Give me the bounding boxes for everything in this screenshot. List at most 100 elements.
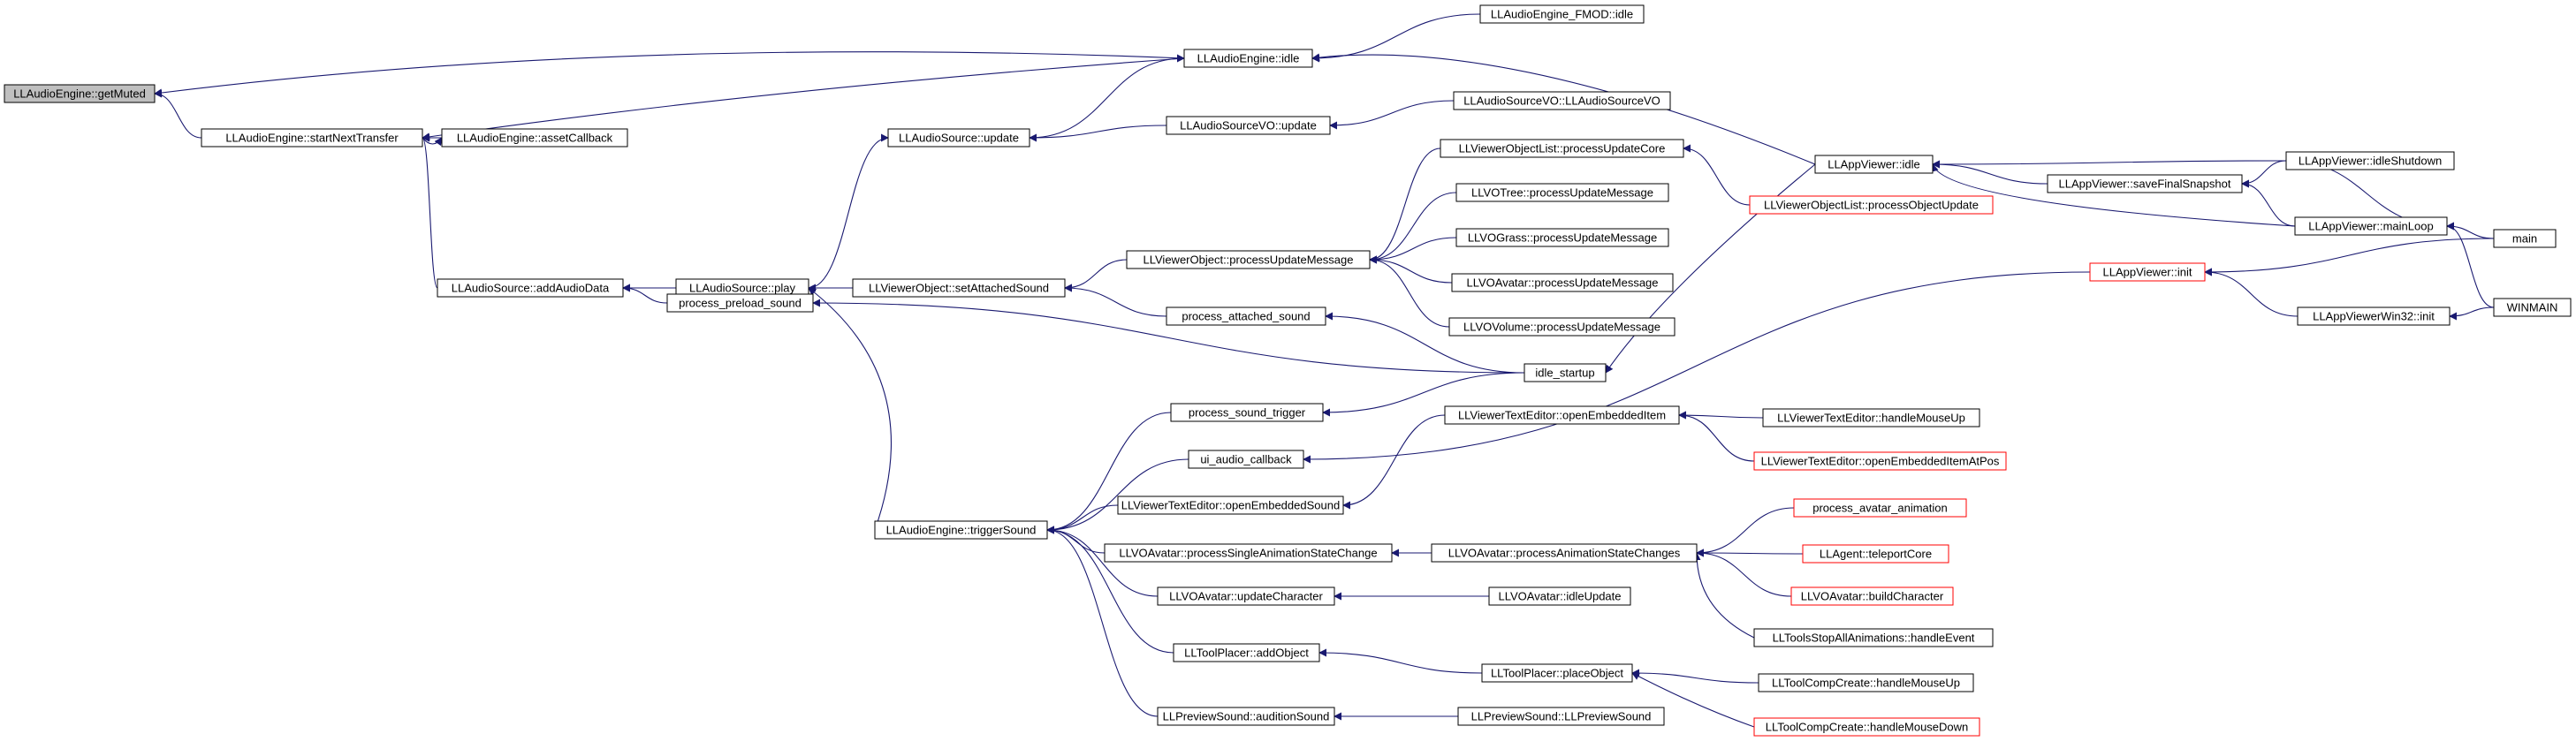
- edge-start-next-transfer-to-get-muted: [154, 89, 202, 139]
- node-winmain[interactable]: WINMAIN: [2493, 298, 2572, 317]
- node-box: [2285, 151, 2455, 170]
- node-process-preload-sound[interactable]: process_preload_sound: [666, 293, 814, 313]
- node-box: [1457, 707, 1665, 726]
- node-label: LLPreviewSound::auditionSound: [1163, 710, 1330, 723]
- node-avatar-idle-update[interactable]: LLVOAvatar::idleUpdate: [1488, 586, 1631, 606]
- node-text-editor-open-embedded-item[interactable]: LLViewerTextEditor::openEmbeddedItem: [1444, 405, 1680, 425]
- edge-engine-idle-to-start-next-transfer: [422, 57, 1185, 141]
- edge-text-editor-open-embedded-sound-to-trigger-sound: [1046, 504, 1119, 534]
- node-label: LLAppViewer::idleShutdown: [2299, 155, 2442, 168]
- node-asset-callback[interactable]: LLAudioEngine::assetCallback: [441, 128, 628, 148]
- node-label: LLVOTree::processUpdateMessage: [1471, 186, 1653, 200]
- node-source-voctor[interactable]: LLAudioSourceVO::LLAudioSourceVO: [1453, 91, 1671, 110]
- node-set-attached-sound[interactable]: LLViewerObject::setAttachedSound: [852, 278, 1066, 298]
- node-fmod-idle[interactable]: LLAudioEngine_FMOD::idle: [1479, 4, 1645, 24]
- node-main[interactable]: main: [2493, 229, 2557, 248]
- node-source-voupdate[interactable]: LLAudioSourceVO::update: [1166, 116, 1331, 135]
- node-box: [1488, 586, 1631, 606]
- node-text-editor-open-embedded-sound[interactable]: LLViewerTextEditor::openEmbeddedSound: [1117, 496, 1344, 515]
- node-label: LLAudioSourceVO::LLAudioSourceVO: [1463, 95, 1660, 108]
- edge-app-viewer-idle-to-engine-idle: [1311, 53, 1816, 165]
- edge-add-audio-data-to-start-next-transfer: [422, 133, 438, 289]
- node-label: process_preload_sound: [679, 297, 802, 310]
- node-box: [1758, 673, 1974, 692]
- node-vo-avatar-pum[interactable]: LLVOAvatar::processUpdateMessage: [1451, 273, 1674, 292]
- node-preview-sound-audition[interactable]: LLPreviewSound::auditionSound: [1157, 707, 1335, 726]
- node-box: [201, 128, 423, 148]
- node-label: LLAudioSource::play: [689, 282, 795, 295]
- node-app-viewer-init[interactable]: LLAppViewer::init: [2089, 262, 2206, 282]
- node-tool-comp-create-mouse-up[interactable]: LLToolCompCreate::handleMouseUp: [1758, 673, 1974, 692]
- node-box: [1444, 405, 1680, 425]
- node-win32-init[interactable]: LLAppViewerWin32::init: [2297, 306, 2451, 326]
- node-text-editor-open-embedded-item-at-pos[interactable]: LLViewerTextEditor::openEmbeddedItemAtPo…: [1753, 451, 2007, 471]
- node-process-avatar-animation[interactable]: process_avatar_animation: [1793, 498, 1967, 518]
- node-tools-stop-all-animations[interactable]: LLToolsStopAllAnimations::handleEvent: [1753, 628, 1994, 647]
- node-box: [1157, 707, 1335, 726]
- node-process-anim-state-changes[interactable]: LLVOAvatar::processAnimationStateChanges: [1431, 543, 1698, 563]
- node-tool-comp-create-mouse-down[interactable]: LLToolCompCreate::handleMouseDown: [1753, 717, 1980, 737]
- edge-agent-teleport-core-to-process-anim-state-changes: [1696, 549, 1804, 557]
- node-idle-shutdown[interactable]: LLAppViewer::idleShutdown: [2285, 151, 2455, 170]
- node-ui-audio-callback[interactable]: ui_audio_callback: [1188, 450, 1304, 469]
- edge-tool-comp-create-mouse-down-to-tool-placer-place-object: [1631, 672, 1755, 728]
- node-label: LLAudioEngine::assetCallback: [457, 132, 613, 145]
- node-app-viewer-idle[interactable]: LLAppViewer::idle: [1814, 155, 1934, 174]
- node-main-loop[interactable]: LLAppViewer::mainLoop: [2294, 216, 2448, 236]
- node-source-update[interactable]: LLAudioSource::update: [887, 128, 1030, 148]
- node-obj-list-process-update-core[interactable]: LLViewerObjectList::processUpdateCore: [1440, 139, 1684, 158]
- node-preview-sound-ctor[interactable]: LLPreviewSound::LLPreviewSound: [1457, 707, 1665, 726]
- node-avatar-build-character[interactable]: LLVOAvatar::buildCharacter: [1790, 586, 1954, 606]
- node-idle-startup[interactable]: idle_startup: [1524, 363, 1607, 382]
- node-box: [1802, 544, 1949, 564]
- node-box: [1455, 183, 1669, 202]
- edge-main-to-app-viewer-init: [2204, 238, 2495, 276]
- node-obj-list-process-object-update[interactable]: LLViewerObjectList::processObjectUpdate: [1749, 195, 1994, 215]
- node-label: LLAudioEngine_FMOD::idle: [1491, 8, 1633, 21]
- edge-main-to-main-loop: [2446, 222, 2495, 239]
- node-vo-tree[interactable]: LLVOTree::processUpdateMessage: [1455, 183, 1669, 202]
- edge-process-single-anim-state-to-trigger-sound: [1046, 526, 1106, 554]
- edge-trigger-sound-to-source-play: [808, 287, 892, 531]
- node-box: [1479, 4, 1645, 24]
- node-tool-placer-add-object[interactable]: LLToolPlacer::addObject: [1173, 643, 1320, 662]
- node-vo-grass[interactable]: LLVOGrass::processUpdateMessage: [1455, 228, 1669, 247]
- edge-idle-shutdown-to-save-final-snapshot: [2241, 160, 2287, 188]
- edge-app-viewer-init-to-ui-audio-callback: [1303, 271, 2091, 464]
- node-process-attached-sound[interactable]: process_attached_sound: [1166, 306, 1326, 326]
- node-add-audio-data[interactable]: LLAudioSource::addAudioData: [437, 278, 624, 298]
- node-box: [1104, 543, 1393, 563]
- node-box: [1762, 408, 1980, 427]
- node-process-single-anim-state[interactable]: LLVOAvatar::processSingleAnimationStateC…: [1104, 543, 1393, 563]
- node-process-sound-trigger[interactable]: process_sound_trigger: [1170, 403, 1324, 422]
- node-start-next-transfer[interactable]: LLAudioEngine::startNextTransfer: [201, 128, 423, 148]
- node-box: [666, 293, 814, 313]
- node-box: [852, 278, 1066, 298]
- node-avatar-update-character[interactable]: LLVOAvatar::updateCharacter: [1157, 586, 1335, 606]
- node-agent-teleport-core[interactable]: LLAgent::teleportCore: [1802, 544, 1949, 564]
- node-vo-volume[interactable]: LLVOVolume::processUpdateMessage: [1448, 317, 1676, 337]
- edge-main-loop-to-app-viewer-idle: [1931, 163, 2296, 227]
- node-label: LLViewerTextEditor::openEmbeddedItemAtPo…: [1761, 455, 2000, 468]
- edge-source-play-to-source-update: [808, 133, 889, 289]
- edge-start-next-transfer-to-asset-callback: [422, 137, 443, 147]
- node-engine-idle[interactable]: LLAudioEngine::idle: [1183, 49, 1313, 68]
- edges-layer: [154, 13, 2495, 728]
- node-text-editor-handle-mouse-up[interactable]: LLViewerTextEditor::handleMouseUp: [1762, 408, 1980, 427]
- edge-idle-startup-to-process-preload-sound: [812, 299, 1525, 374]
- node-tool-placer-place-object[interactable]: LLToolPlacer::placeObject: [1481, 663, 1633, 683]
- node-label: LLVOGrass::processUpdateMessage: [1468, 231, 1657, 245]
- node-obj-process-update-message[interactable]: LLViewerObject::processUpdateMessage: [1126, 250, 1371, 269]
- node-source-play[interactable]: LLAudioSource::play: [675, 278, 809, 298]
- node-box: [1431, 543, 1698, 563]
- edge-idle-shutdown-to-app-viewer-idle: [1932, 160, 2287, 169]
- node-save-final-snapshot[interactable]: LLAppViewer::saveFinalSnapshot: [2047, 174, 2243, 193]
- node-box: [1749, 195, 1994, 215]
- edge-process-preload-sound-to-add-audio-data: [622, 284, 668, 304]
- node-box: [2294, 216, 2448, 236]
- node-get-muted[interactable]: LLAudioEngine::getMuted: [4, 84, 156, 103]
- edge-winmain-to-main-loop: [2446, 222, 2495, 308]
- node-box: [1173, 643, 1320, 662]
- node-trigger-sound[interactable]: LLAudioEngine::triggerSound: [874, 520, 1048, 540]
- edge-vo-avatar-pum-to-obj-process-update-message: [1369, 255, 1453, 284]
